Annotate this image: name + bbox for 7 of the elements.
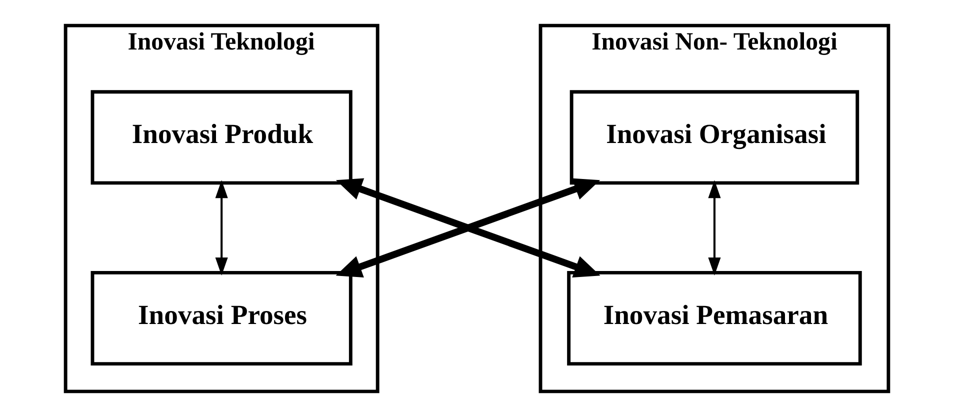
- arrow: [336, 178, 600, 277]
- node-box: Inovasi Proses: [90, 270, 352, 366]
- arrow: [708, 180, 721, 275]
- node-box: Inovasi Organisasi: [570, 90, 860, 184]
- node-box: Inovasi Pemasaran: [567, 270, 862, 366]
- arrow: [215, 180, 228, 275]
- node-box: Inovasi Produk: [90, 90, 352, 184]
